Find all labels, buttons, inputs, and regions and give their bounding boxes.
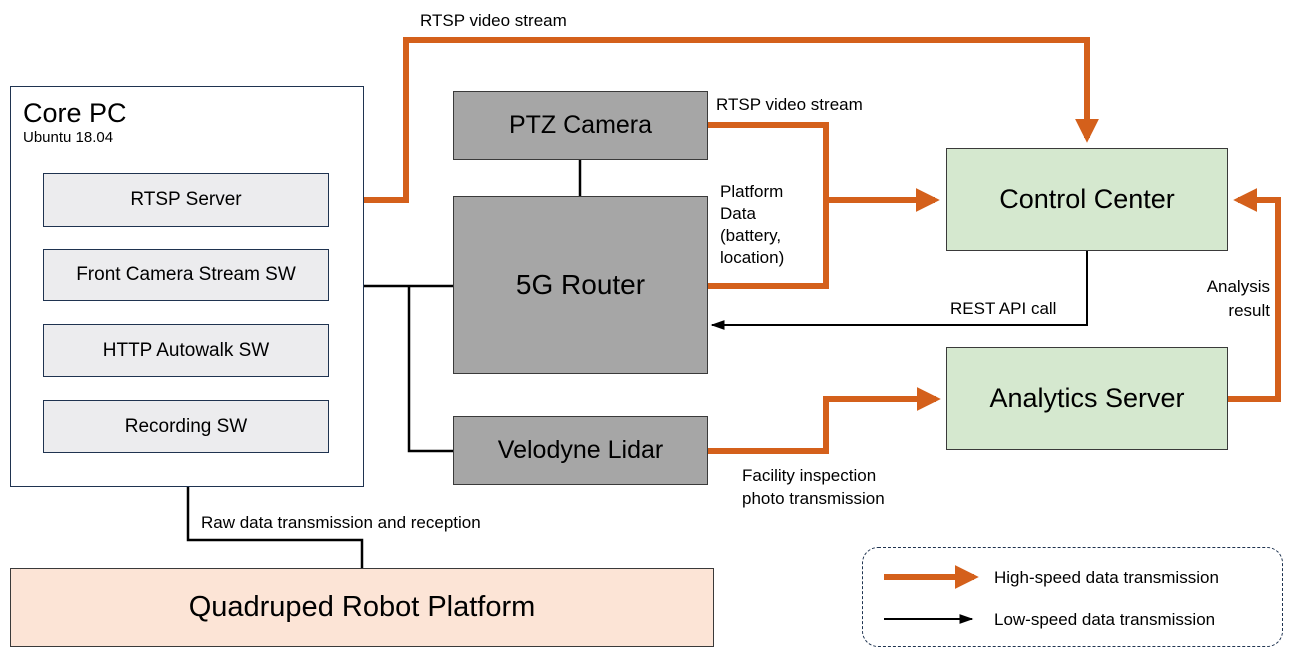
raw-data-label: Raw data transmission and reception [201,513,481,532]
legend-box [862,547,1283,647]
analysis-result-label: Analysis result [1207,275,1270,323]
rest-api-arrow [710,251,1088,330]
platform-data-line: Platform [720,182,784,201]
router-platform-data-line [708,200,829,289]
software-front-camera-stream: Front Camera Stream SW [43,249,329,301]
core-lidar-link [407,286,454,453]
core-robot-link [186,487,364,568]
quadruped-robot-platform-box: Quadruped Robot Platform [10,568,714,647]
ptz-to-control-center-arrow [708,122,940,212]
velodyne-lidar-box: Velodyne Lidar [453,416,708,485]
rtsp-video-stream-ptz-label: RTSP video stream [716,95,863,114]
platform-data-line: Data [720,204,756,223]
legend-high-speed-label: High-speed data transmission [994,568,1219,587]
ptz-camera-box: PTZ Camera [453,91,708,160]
5g-router-box: 5G Router [453,196,708,374]
analysis-result-line: result [1228,301,1270,320]
legend-low-speed-label: Low-speed data transmission [994,610,1216,629]
core-pc-title: Core PC [23,98,127,128]
analytics-to-control-center-arrow [1228,188,1281,402]
software-http-autowalk: HTTP Autowalk SW [43,324,329,377]
analysis-result-line: Analysis [1206,277,1270,296]
lidar-to-analytics-arrow [708,387,941,454]
software-rtsp-server: RTSP Server [43,173,329,227]
rtsp-video-stream-top-label: RTSP video stream [420,11,567,30]
platform-data-line: location) [720,248,785,267]
platform-data-line: (battery, [720,226,782,245]
facility-photo-line: Facility inspection [742,466,877,485]
facility-photo-label: Facility inspection photo transmission [742,464,885,510]
software-recording: Recording SW [43,400,329,453]
platform-data-label: Platform Data (battery, location) [720,181,784,269]
control-center-box: Control Center [946,148,1228,251]
rest-api-call-label: REST API call [950,299,1057,318]
facility-photo-line: photo transmission [742,489,885,508]
rtsp-server-to-control-center-arrow [329,37,1099,203]
core-pc-os: Ubuntu 18.04 [23,129,114,146]
analytics-server-box: Analytics Server [946,347,1228,450]
